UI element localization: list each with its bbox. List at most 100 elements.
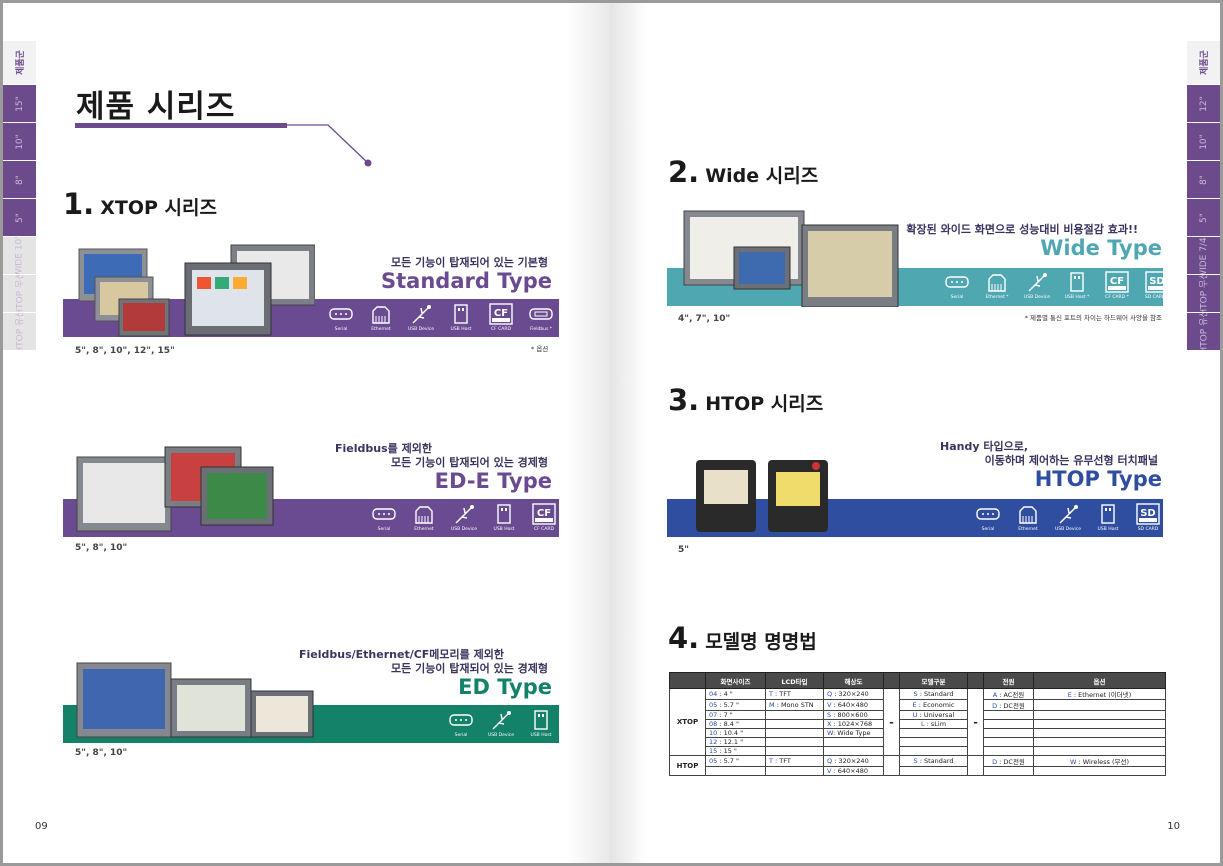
tab-10inch[interactable]: 10"	[1187, 123, 1220, 161]
tab-8inch[interactable]: 8"	[3, 161, 36, 199]
htop-type-product-image	[696, 460, 828, 532]
table-group-label: XTOP	[669, 688, 706, 756]
table-cell: 15 : 15 "	[705, 746, 766, 756]
wide-type-ports: Serial Ethernet * USB Device USB Host * …	[937, 271, 1177, 300]
ed-type-label: ED Type	[458, 675, 552, 699]
port-usb-device: USB Device	[1048, 503, 1088, 532]
ethernet-port-icon	[415, 506, 433, 524]
sd-card-icon: SD	[1145, 271, 1169, 293]
table-cell	[1033, 737, 1166, 747]
svg-text:CF: CF	[494, 308, 508, 319]
svg-text:SD: SD	[1140, 508, 1156, 519]
wide-type-label: Wide Type	[1040, 236, 1162, 260]
catalog-spread: 제품군 15" 10" 8" 5" WIDE 10" HTOP 무선 HTOP …	[3, 3, 1220, 863]
table-cell: E : Economic	[899, 699, 968, 711]
port-usb-host: USB Host *	[1057, 271, 1097, 300]
wide-type-port-note: * 제품별 통신 포트의 차이는 하드웨어 사양을 참조	[1024, 314, 1162, 322]
port-serial: Serial	[937, 271, 977, 300]
standard-type-product-image	[78, 244, 315, 337]
ethernet-port-icon	[372, 306, 390, 324]
ede-type-caption-line2: 모든 기능이 탑재되어 있는 경제형	[391, 456, 548, 469]
htop-type-label: HTOP Type	[1034, 467, 1162, 491]
tab-htop-wireless[interactable]: HTOP 무선	[1187, 275, 1220, 313]
standard-type-caption: 모든 기능이 탑재되어 있는 기본형	[391, 256, 548, 269]
usb-host-icon	[497, 504, 511, 524]
tab-htop-wired[interactable]: HTOP 유선	[1187, 313, 1220, 351]
table-cell: E : Ethernet (이더넷)	[1033, 688, 1166, 700]
tab-product-group[interactable]: 제품군	[3, 41, 36, 85]
port-usb-device: USB Device	[1017, 271, 1057, 300]
table-cell	[765, 746, 824, 756]
table-separator: -	[967, 688, 984, 756]
tab-htop-wired[interactable]: HTOP 유선	[3, 313, 36, 351]
usb-host-icon	[534, 710, 548, 730]
table-cell: 04 : 4 "	[705, 688, 766, 700]
table-cell: 05 : 5.7 "	[705, 699, 766, 711]
port-ethernet: Ethernet	[1008, 503, 1048, 532]
table-cell: W: Wide Type	[823, 728, 884, 738]
table-cell	[765, 737, 824, 747]
table-cell	[983, 728, 1034, 738]
wide-type-product-image	[683, 210, 899, 307]
tab-12inch[interactable]: 12"	[1187, 85, 1220, 123]
sd-card-icon: SD	[1136, 503, 1160, 525]
tab-5inch[interactable]: 5"	[1187, 199, 1220, 237]
table-cell	[765, 728, 824, 738]
cf-card-icon: CF	[1105, 271, 1129, 293]
table-cell: U : Universal	[899, 710, 968, 720]
table-cell	[765, 766, 824, 776]
right-side-tabs: 제품군 12" 10" 8" 5" WIDE 7/4" HTOP 무선 HTOP…	[1187, 41, 1220, 351]
port-usb-device: USB Device	[444, 503, 484, 532]
tab-8inch[interactable]: 8"	[1187, 161, 1220, 199]
tab-wide[interactable]: WIDE 10"	[3, 237, 36, 275]
usb-device-icon	[492, 711, 511, 730]
htop-type-sizes: 5"	[678, 545, 689, 555]
table-cell	[983, 737, 1034, 747]
ede-type-caption-line1: Fieldbus를 제외한	[335, 442, 432, 455]
table-cell: 12 : 12.1 "	[705, 737, 766, 747]
standard-type-label: Standard Type	[381, 269, 552, 293]
ed-type-ports: Serial USB Device USB Host	[441, 709, 561, 738]
page-number-right: 10	[1167, 821, 1180, 832]
table-cell: T : TFT	[765, 688, 824, 700]
table-cell: S : Standard	[899, 688, 968, 700]
tab-htop-wireless[interactable]: HTOP 무선	[3, 275, 36, 313]
section-wide-heading: 2.Wide 시리즈	[668, 155, 819, 189]
tab-5inch[interactable]: 5"	[3, 199, 36, 237]
table-cell	[1033, 746, 1166, 756]
table-cell	[823, 737, 884, 747]
table-cell: 05 : 5.7 "	[705, 755, 766, 767]
ede-type-sizes: 5", 8", 10"	[75, 543, 128, 553]
table-row: 12 : 12.1 "	[670, 737, 1166, 747]
table-cell	[1033, 719, 1166, 729]
table-cell: 07 : 7 "	[705, 710, 766, 720]
serial-port-icon	[372, 508, 396, 520]
page-title: 제품 시리즈	[76, 89, 236, 125]
table-cell: X : 1024×768	[823, 719, 884, 729]
tab-product-group[interactable]: 제품군	[1187, 41, 1220, 85]
title-underline	[75, 123, 287, 128]
standard-type-sizes: 5", 8", 10", 12", 15"	[75, 346, 175, 356]
title-leader-line	[285, 124, 372, 167]
ed-type-caption-line1: Fieldbus/Ethernet/CF메모리를 제외한	[299, 648, 504, 661]
fieldbus-icon	[529, 308, 553, 320]
option-note: * 옵션	[531, 345, 549, 353]
port-ethernet: Ethernet *	[977, 271, 1017, 300]
usb-host-icon	[1070, 272, 1084, 292]
table-cell	[765, 710, 824, 720]
tab-10inch[interactable]: 10"	[3, 123, 36, 161]
cf-card-icon: CF	[489, 303, 513, 325]
tab-wide[interactable]: WIDE 7/4"	[1187, 237, 1220, 275]
wide-type-sizes: 4", 7", 10"	[678, 314, 731, 324]
table-row: 15 : 15 "	[670, 746, 1166, 756]
ed-type-sizes: 5", 8", 10"	[75, 748, 128, 758]
wide-type-caption: 확장된 와이드 화면으로 성능대비 비용절감 효과!!	[906, 223, 1138, 236]
table-cell	[899, 737, 968, 747]
tab-15inch[interactable]: 15"	[3, 85, 36, 123]
